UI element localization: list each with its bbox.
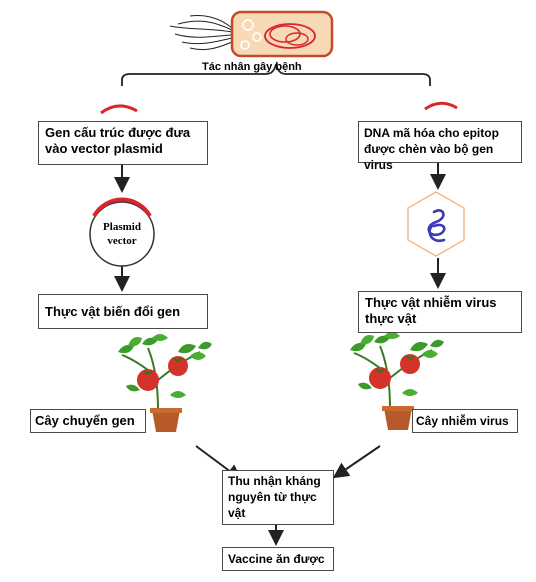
pathogen-label: Tác nhân gây bệnh: [202, 61, 302, 73]
dna-epitope-virus-box: DNA mã hóa cho epitop được chèn vào bộ g…: [358, 121, 522, 172]
transgenic-plant-box: Thực vật biến đổi gen: [38, 294, 208, 329]
plasmid-vector-icon: Plasmid vector: [89, 197, 155, 267]
pathogen-brace: [121, 63, 431, 86]
virus-infected-plant-box: Thực vật nhiễm virus thực vật: [358, 291, 522, 333]
virus-icon: [407, 191, 465, 257]
antigen-harvest-box: Thu nhận kháng nguyên từ thực vật: [222, 470, 334, 525]
infected-plant-icon: [350, 332, 444, 430]
transgenic-plant-label: Cây chuyển gen: [30, 409, 146, 433]
bacterium-icon: [169, 10, 334, 58]
arrow-right-merge: [332, 445, 381, 479]
gene-into-plasmid-box: Gen cấu trúc được đưa vào vector plasmid: [38, 121, 208, 165]
vector-label: vector: [107, 235, 136, 247]
infected-plant-label: Cây nhiễm virus: [412, 409, 518, 433]
plasmid-label: Plasmid: [103, 221, 141, 233]
transgenic-plant-icon: [118, 334, 212, 432]
gene-segment-right-icon: [424, 101, 458, 111]
gene-segment-left-icon: [100, 104, 138, 115]
edible-vaccine-box: Vaccine ăn được: [222, 547, 334, 571]
